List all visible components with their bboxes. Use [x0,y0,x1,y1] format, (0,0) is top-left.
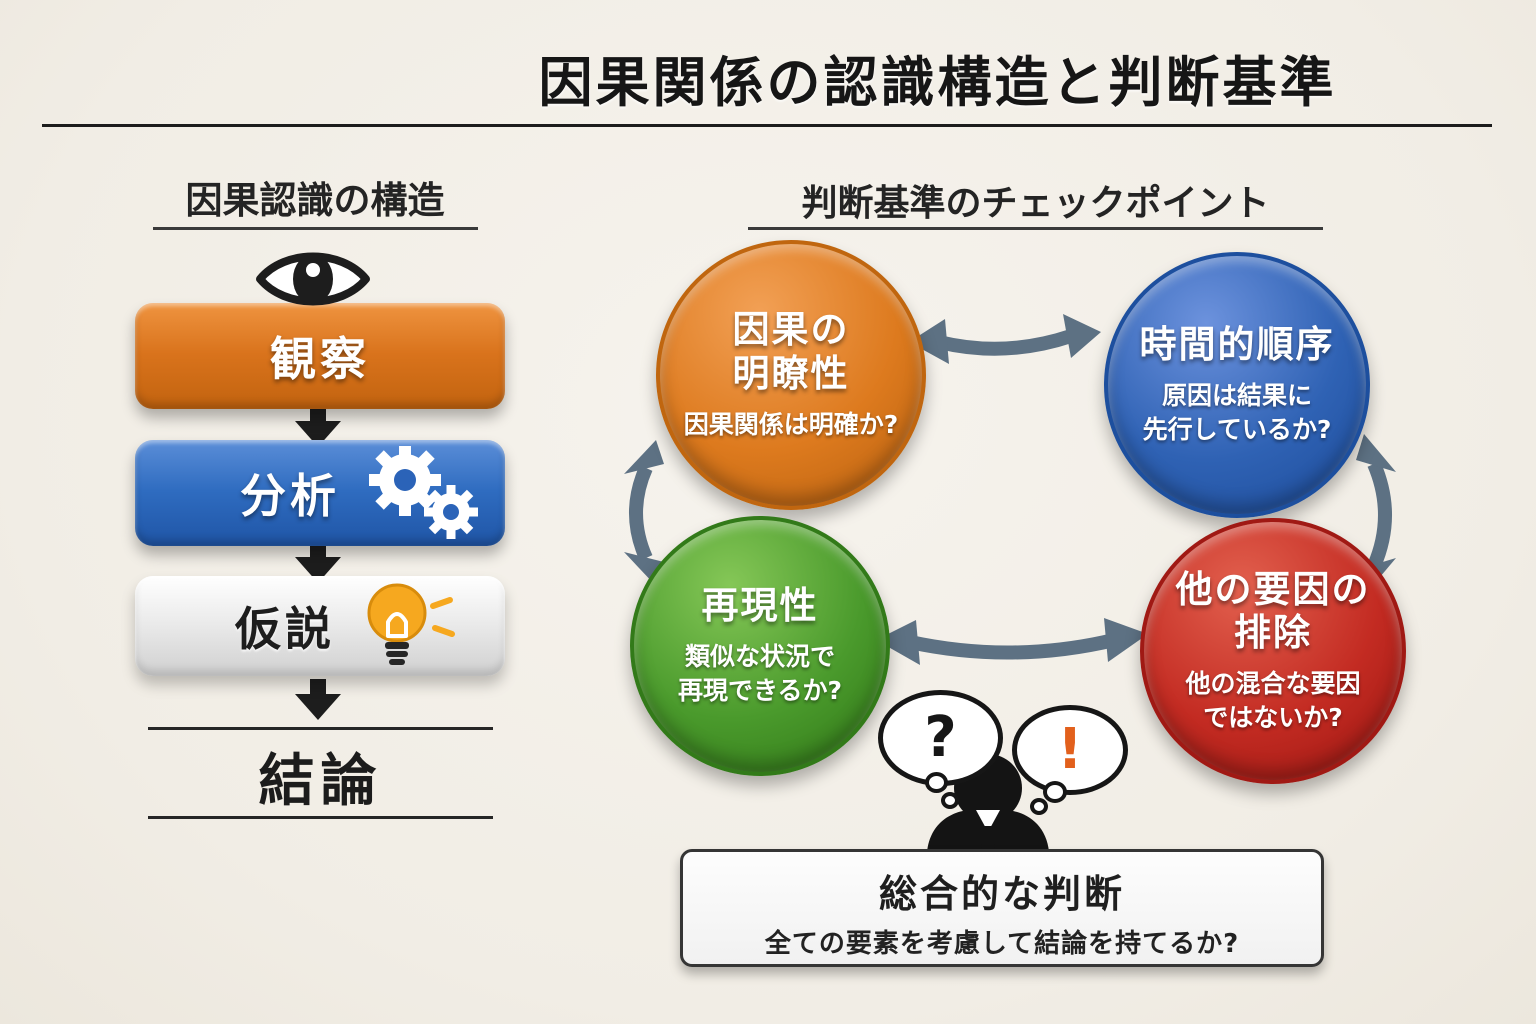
checkpoint-circle-exclusion: 他の要因の 排除 他の混合な要因 ではないか? [1140,518,1406,784]
title-divider [42,124,1492,127]
checkpoint-title: 他の要因の 排除 [1175,567,1371,655]
checkpoint-title: 時間的順序 [1139,323,1335,367]
step-label-hypothesis: 仮説 [235,602,335,656]
thought-bubble-question: ? [878,690,1003,786]
checkpoint-title: 因果の 明瞭性 [732,308,850,396]
final-judgment-title: 総合的な判断 [878,872,1125,916]
checkpoint-subtitle: 因果関係は明確か? [683,409,899,439]
thought-bubble-exclamation: ! [1012,705,1128,795]
step-box-observation: 観察 [135,303,505,409]
checkpoint-circle-temporal-order: 時間的順序 原因は結果に 先行しているか? [1104,252,1370,518]
bubble-tail-dot [941,792,959,809]
step-box-hypothesis: 仮説 [135,576,505,676]
bubble-tail-dot [1043,781,1067,803]
checkpoint-subtitle: 類似な状況で 再現できるか? [677,642,842,705]
question-mark: ? [924,705,957,770]
double-arrow-top-icon [909,314,1101,364]
right-heading-underline [748,227,1323,230]
final-judgment-subtitle: 全ての要素を考慮して結論を持てるか? [764,929,1240,959]
conclusion-label: 結論 [258,749,383,814]
step-label-analysis: 分析 [240,469,340,523]
checkpoint-subtitle: 原因は結果に 先行しているか? [1142,381,1332,444]
checkpoint-circle-reproducibility: 再現性 類似な状況で 再現できるか? [630,516,890,776]
left-panel-heading: 因果認識の構造 [185,179,445,222]
final-judgment-box: 総合的な判断 全ての要素を考慮して結論を持てるか? [680,849,1324,967]
step-box-analysis: 分析 [135,440,505,546]
flow-down-arrow-icon [295,679,341,720]
right-panel-heading: 判断基準のチェックポイント [801,183,1270,224]
left-heading-underline [153,227,478,230]
step-label-observation: 観察 [270,332,370,386]
checkpoint-circle-clarity: 因果の 明瞭性 因果関係は明確か? [656,240,926,510]
eye-icon [256,252,370,306]
lightbulb-icon [367,583,455,665]
page-title: 因果関係の認識構造と判断基準 [538,51,1337,114]
conclusion-divider-top [148,727,493,730]
checkpoint-subtitle: 他の混合な要因 ではないか? [1185,668,1361,732]
exclamation-mark: ! [1057,717,1083,782]
checkpoint-title: 再現性 [701,584,819,628]
double-arrow-bottom-icon [876,618,1148,665]
conclusion-divider-bottom [148,816,493,819]
bubble-tail-dot [925,772,948,793]
gears-icon [369,446,478,539]
bubble-tail-dot [1030,798,1048,815]
